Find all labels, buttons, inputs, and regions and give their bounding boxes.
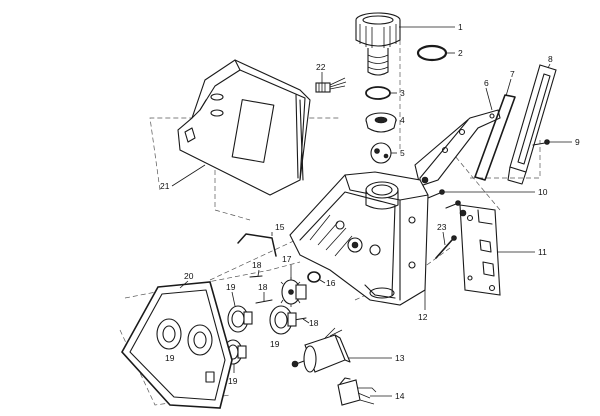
callout-17: 17 [282, 254, 292, 264]
part-4-nozzle-ring [365, 112, 397, 133]
callout-11: 11 [538, 247, 547, 257]
part-19-gear-wheels [223, 305, 297, 365]
callout-19-c: 19 [165, 353, 175, 363]
callout-1: 1 [458, 22, 463, 32]
callout-13: 13 [395, 353, 405, 363]
callout-8: 8 [548, 54, 553, 64]
part-8-window-frame [507, 64, 557, 185]
callout-5: 5 [400, 148, 405, 158]
part-12-housing [289, 171, 429, 306]
part-17-drive-gear [280, 277, 307, 307]
callout-12: 12 [418, 312, 428, 322]
part-7-gasket [474, 94, 516, 181]
part-16-o-ring [307, 271, 321, 283]
callout-18-b: 18 [258, 282, 268, 292]
callout-labels: 1 2 3 4 5 6 7 8 9 10 11 12 13 14 15 16 1… [160, 22, 580, 401]
callout-9: 9 [575, 137, 580, 147]
callout-16: 16 [326, 278, 336, 288]
part-23-long-screw [435, 235, 457, 259]
callout-2: 2 [458, 48, 463, 58]
callout-3: 3 [400, 88, 405, 98]
part-11-circuit-board [459, 204, 501, 296]
callout-19-a: 19 [226, 282, 236, 292]
leader-lines [171, 26, 572, 397]
part-1-threaded-connector [355, 12, 401, 76]
callout-18-a: 18 [252, 260, 262, 270]
callout-19-d: 19 [228, 376, 238, 386]
callout-10: 10 [538, 187, 548, 197]
callout-15: 15 [275, 222, 285, 232]
part-20-gear-frame [121, 281, 233, 409]
callout-22: 22 [316, 62, 326, 72]
part-3-o-ring [365, 86, 391, 100]
part-21-cover [177, 59, 311, 196]
callout-4: 4 [400, 115, 405, 125]
callout-14: 14 [395, 391, 405, 401]
part-2-o-ring [416, 44, 448, 62]
callout-19-b: 19 [270, 339, 280, 349]
part-5-ball-valve [370, 142, 392, 164]
part-13-motor [291, 327, 351, 373]
callout-23: 23 [437, 222, 447, 232]
callout-21: 21 [160, 181, 170, 191]
part-22-cable-plug [315, 77, 347, 93]
part-15-wire-clip [237, 233, 277, 257]
callout-20: 20 [184, 271, 194, 281]
part-14-microswitch [337, 377, 377, 406]
callout-7: 7 [510, 69, 515, 79]
callout-6: 6 [484, 78, 489, 88]
callout-18-c: 18 [309, 318, 319, 328]
